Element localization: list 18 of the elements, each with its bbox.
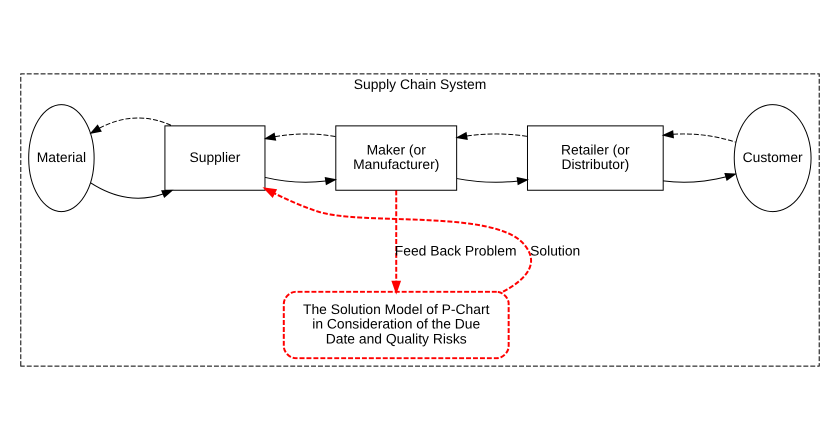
node-box: Maker (or Manufacturer) xyxy=(335,125,458,191)
arrow xyxy=(264,176,338,186)
node-ellipse: Material xyxy=(28,104,95,212)
edge-label: Solution xyxy=(530,242,580,258)
node-box: The Solution Model of P-Chart in Consideration of the Due Date and Quality Risks xyxy=(282,290,510,360)
arrow xyxy=(662,130,736,143)
arrow xyxy=(264,132,336,141)
arrow xyxy=(90,118,173,134)
node-ellipse: Customer xyxy=(734,104,812,212)
arrow xyxy=(262,187,532,293)
edge-label: Feed Back Problem xyxy=(394,242,517,258)
arrow xyxy=(456,177,529,186)
node-box: Retailer (or Distributor) xyxy=(526,125,664,191)
arrow xyxy=(455,132,528,140)
arrow xyxy=(90,182,174,199)
node-box: Supplier xyxy=(164,125,266,191)
arrow xyxy=(391,190,402,295)
arrow xyxy=(662,172,737,183)
